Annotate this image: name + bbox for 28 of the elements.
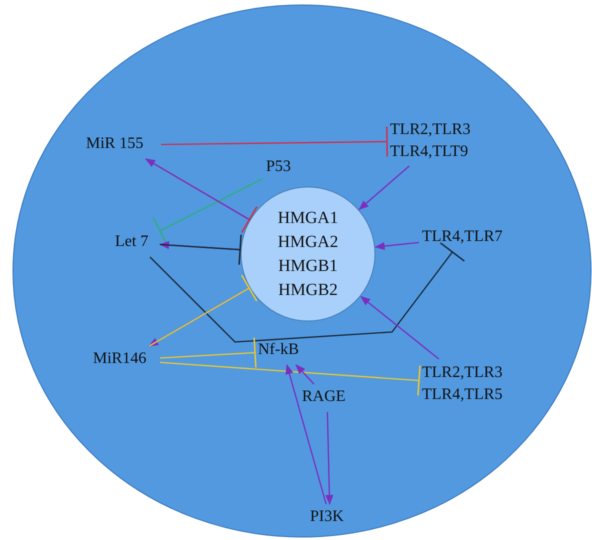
arrow bbox=[286, 364, 327, 504]
inhibition-line bbox=[152, 178, 264, 245]
node-label: MiR146 bbox=[93, 349, 157, 371]
gene-label: HMGB2 bbox=[277, 279, 339, 301]
node-label: Nf-kB bbox=[258, 340, 308, 362]
gene-label: HMGA1 bbox=[276, 207, 340, 229]
arrow bbox=[374, 242, 420, 250]
arrow bbox=[145, 158, 250, 220]
gene-label: HMGA2 bbox=[276, 231, 340, 253]
node-label: Let 7 bbox=[115, 232, 157, 254]
node-label: MiR 155 bbox=[86, 134, 158, 156]
node-label: RAGE bbox=[302, 387, 352, 409]
arrow bbox=[358, 166, 410, 210]
node-label: P53 bbox=[266, 157, 302, 179]
inhibition-line bbox=[150, 242, 466, 343]
inhibition-line bbox=[160, 234, 242, 266]
node-label: TLR4,TLR7 bbox=[422, 227, 504, 249]
arrow bbox=[325, 412, 334, 505]
inhibition-line bbox=[161, 126, 388, 158]
gene-label: HMGB1 bbox=[277, 255, 339, 277]
inhibition-line bbox=[148, 274, 258, 347]
inhibition-line bbox=[160, 362, 421, 396]
arrow bbox=[295, 364, 314, 384]
node-label: TLR2,TLR3 TLR4,TLR5 bbox=[422, 362, 518, 406]
node-label: PI3K bbox=[310, 507, 350, 529]
inhibition-line bbox=[160, 336, 257, 368]
arrow bbox=[360, 296, 440, 360]
node-label: TLR2,TLR3 TLR4,TLT9 bbox=[390, 119, 486, 163]
